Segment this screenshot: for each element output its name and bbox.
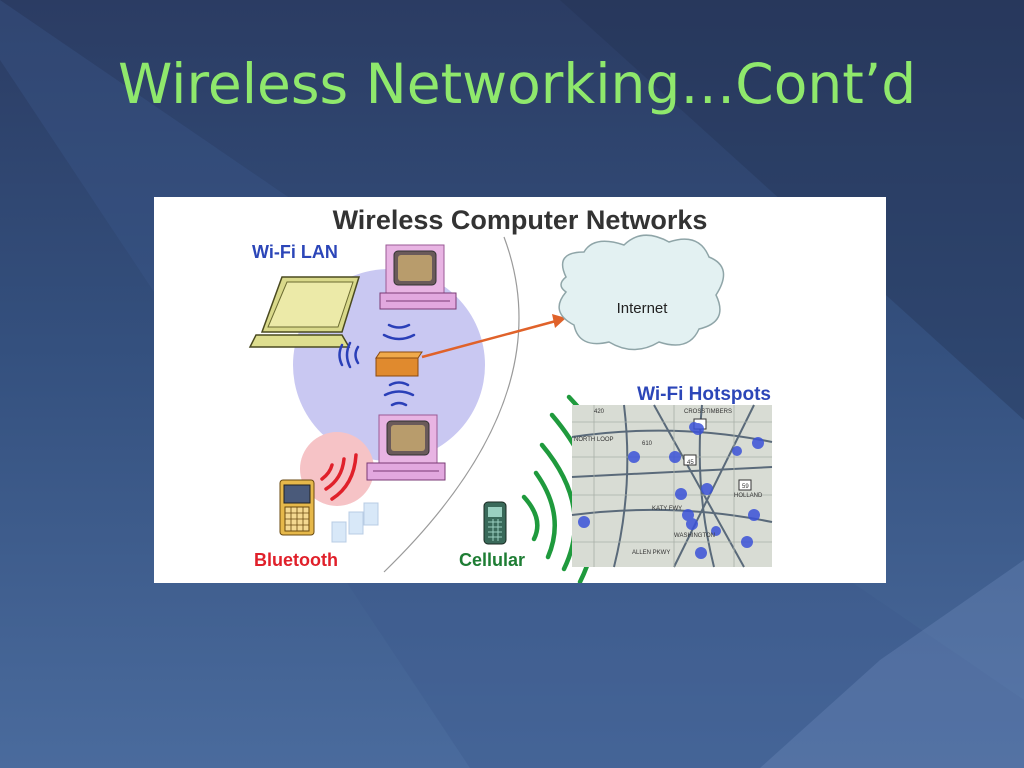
desktop-pc-icon	[379, 244, 457, 310]
bluetooth-zone	[300, 432, 374, 506]
bluetooth-label: Bluetooth	[254, 550, 338, 570]
map-label: WASHINGTON	[674, 533, 715, 539]
divider-curve	[383, 236, 520, 573]
internet-label: Internet	[617, 300, 669, 317]
map-label: NORTH LOOP	[574, 437, 614, 443]
bg-bottom-facet	[760, 560, 1024, 768]
map-label: 45	[687, 460, 694, 466]
desktop-pc-icon	[366, 414, 446, 481]
wifi-hotspots-label: Wi-Fi Hotspots	[637, 384, 771, 405]
wireless-networks-figure: Wireless Computer Networks Wi-Fi LAN Int…	[154, 197, 886, 583]
signal-waves-icon	[320, 453, 358, 501]
cloud-icon	[558, 234, 725, 351]
map-label: KATY FWY	[652, 506, 682, 512]
slide-title: Wireless Networking…Cont’d	[118, 52, 917, 116]
map-label: HOLLAND	[734, 493, 763, 499]
cell-phone-icon	[483, 501, 507, 545]
map-label: 610	[642, 441, 653, 447]
figure-heading: Wireless Computer Networks	[333, 205, 708, 235]
pda-icon	[279, 479, 315, 536]
figure-drawing: Wireless Computer Networks Wi-Fi LAN Int…	[248, 205, 773, 583]
map-label: 420	[594, 409, 605, 415]
cellular-label: Cellular	[459, 550, 525, 570]
map-street-labels: CROSSTIMBERS NORTH LOOP 610 45 59 KATY F…	[574, 409, 763, 556]
signal-waves-icon	[338, 323, 416, 407]
map-label: ALLEN PKWY	[632, 550, 670, 556]
bluetooth-signal-blocks	[331, 502, 379, 543]
map-label: CROSSTIMBERS	[684, 409, 732, 415]
connection-arrow	[421, 314, 566, 359]
map-label: 59	[742, 484, 749, 490]
wifi-lan-label: Wi-Fi LAN	[252, 242, 338, 262]
city-map-icon	[571, 404, 773, 568]
laptop-icon	[248, 276, 361, 348]
router-icon	[375, 351, 423, 377]
